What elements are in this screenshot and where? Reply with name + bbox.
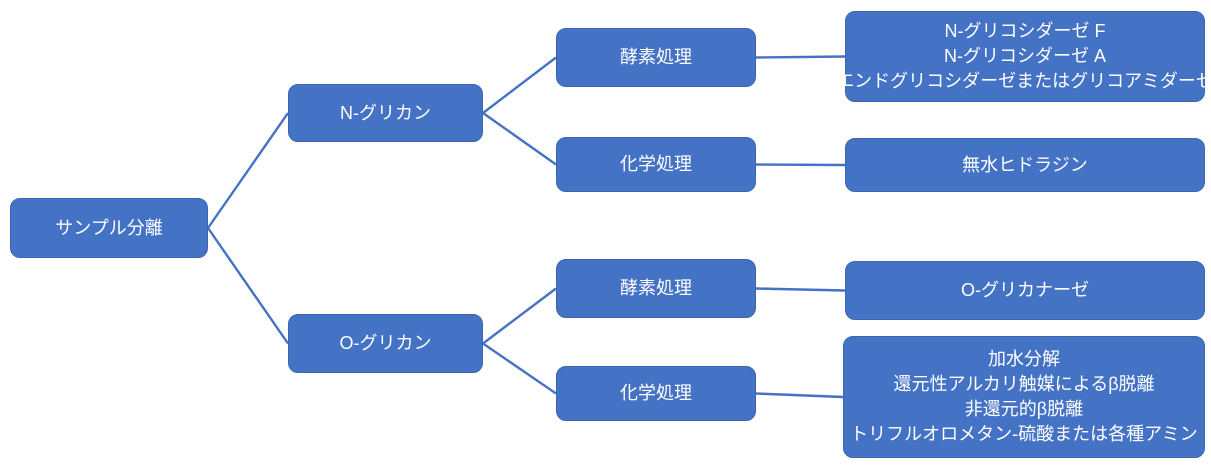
method-node-n-enzyme: N-グリコシダーゼ F N-グリコシダーゼ A エンドグリコシダーゼまたはグリコ… — [836, 11, 1211, 102]
method-line: トリフルオロメタン-硫酸または各種アミン — [850, 424, 1198, 444]
connector-line — [482, 112, 557, 166]
connector-line — [755, 392, 844, 399]
root-node-sample-separation: サンプル分離 — [10, 198, 208, 258]
method-line: N-グリコシダーゼ F — [944, 21, 1106, 41]
connector-line — [482, 56, 557, 114]
connector-line — [755, 287, 846, 292]
node-label: 化学処理 — [620, 383, 692, 403]
treatment-node-o-chemical: 化学処理 — [556, 366, 756, 421]
method-line: 無水ヒドラジン — [962, 154, 1088, 175]
node-label: 酵素処理 — [620, 47, 692, 67]
connector-line — [207, 227, 289, 345]
method-line: 加水分解 — [988, 349, 1060, 369]
connector-line — [755, 163, 846, 167]
branch-node-o-glycan: O-グリカン — [288, 314, 483, 373]
connector-line — [755, 55, 846, 59]
treatment-node-n-chemical: 化学処理 — [556, 137, 756, 192]
branch-node-n-glycan: N-グリカン — [288, 84, 483, 142]
connector-line — [207, 112, 289, 229]
connector-line — [482, 342, 557, 395]
method-node-o-chemical: 加水分解 還元性アルカリ触媒によるβ脱離 非還元的β脱離 トリフルオロメタン-硫… — [843, 336, 1205, 458]
node-label: 化学処理 — [620, 154, 692, 174]
connector-line — [482, 287, 557, 345]
method-line: O-グリカナーゼ — [961, 280, 1089, 300]
method-line: エンドグリコシダーゼまたはグリコアミダーゼ — [836, 71, 1211, 91]
method-line: 還元性アルカリ触媒によるβ脱離 — [893, 374, 1155, 394]
node-label: サンプル分離 — [55, 217, 163, 238]
node-label: O-グリカン — [339, 333, 432, 353]
node-label: 酵素処理 — [620, 278, 692, 298]
method-node-o-enzyme: O-グリカナーゼ — [845, 261, 1205, 320]
method-line: 非還元的β脱離 — [964, 399, 1084, 419]
node-label: N-グリカン — [340, 102, 431, 123]
method-line: N-グリコシダーゼ A — [944, 46, 1106, 66]
treatment-node-o-enzyme: 酵素処理 — [556, 259, 756, 318]
treatment-node-n-enzyme: 酵素処理 — [556, 28, 756, 87]
method-node-n-chemical: 無水ヒドラジン — [845, 138, 1205, 192]
